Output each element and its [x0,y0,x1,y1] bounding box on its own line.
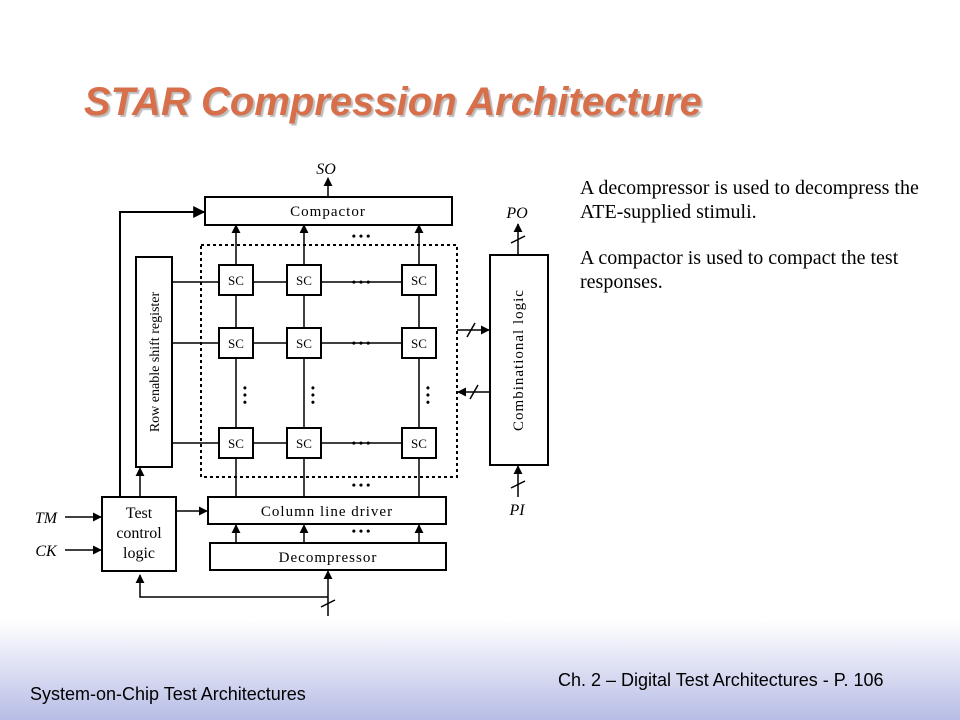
compactor-block [204,196,453,226]
sc-cell: SC [286,427,322,459]
ellipsis-horizontal: • • • [352,436,371,450]
description-paragraph: A compactor is used to compact the test … [580,247,899,293]
svg-text:SC: SC [228,436,244,451]
pi-label: PI [508,502,525,519]
compactor-label: Compactor [290,204,366,220]
svg-text:SC: SC [411,336,427,351]
combinational-logic-label: Combinational logic [511,289,527,431]
ellipsis-vertical: • • • [238,386,252,405]
ellipsis-vertical: • • • [306,386,320,405]
test-control-label-2: control [116,525,162,542]
svg-text:SC: SC [296,336,312,351]
array-to-logic-bus-tick [466,322,476,338]
column-line-driver-block [207,496,447,525]
sc-cell: SC [401,427,437,459]
svg-text:SC: SC [296,436,312,451]
decompressor-label: Decompressor [279,550,378,566]
sc-cell: SC [218,264,254,296]
ellipsis-vertical: • • • [421,386,435,405]
column-line-driver-label: Column line driver [261,504,393,520]
so-label: SO [316,161,336,178]
row-enable-register [135,256,173,468]
sc-cell: SC [401,327,437,359]
ellipsis-horizontal: • • • [352,478,371,492]
svg-text:SC: SC [228,273,244,288]
po-label: PO [505,205,528,222]
sc-cell: SC [218,427,254,459]
sc-cell: SC [218,327,254,359]
ellipsis-horizontal: • • • [352,524,371,538]
footer-band [0,620,960,720]
test-control-label-3: logic [123,545,155,562]
ellipsis-horizontal: • • • [352,229,371,243]
sc-cell: SC [286,264,322,296]
po-bus-tick [510,235,526,244]
svg-text:SC: SC [411,436,427,451]
row-enable-label: Row enable shift register [148,291,163,432]
footer-page-reference: Ch. 2 – Digital Test Architectures - P. … [558,670,884,690]
control-to-compactor-line [119,206,206,497]
description-paragraph: A decompressor is used to decompress the… [580,177,919,223]
footer-book-title: System-on-Chip Test Architectures [30,684,306,704]
logic-to-array-bus-tick [469,384,479,400]
si-to-control-line [135,574,328,598]
test-control-label-1: Test [126,505,153,522]
decompressor-block [209,542,447,571]
ellipsis-horizontal: • • • [352,336,371,350]
scan-array-boundary [200,244,458,478]
svg-text:SC: SC [296,273,312,288]
si-bus-tick [320,599,336,608]
ellipsis-horizontal: • • • [352,275,371,289]
pi-bus-tick [510,480,526,489]
svg-text:SC: SC [228,336,244,351]
sc-cell: SC [401,264,437,296]
slide-title: STAR Compression Architecture [84,80,702,124]
test-control-logic-block [101,496,177,572]
tm-label: TM [35,510,59,527]
combinational-logic-block [489,254,549,466]
sc-cell: SC [286,327,322,359]
description-text: A decompressor is used to decompress the… [580,176,950,316]
svg-text:SC: SC [411,273,427,288]
ck-label: CK [35,543,58,560]
